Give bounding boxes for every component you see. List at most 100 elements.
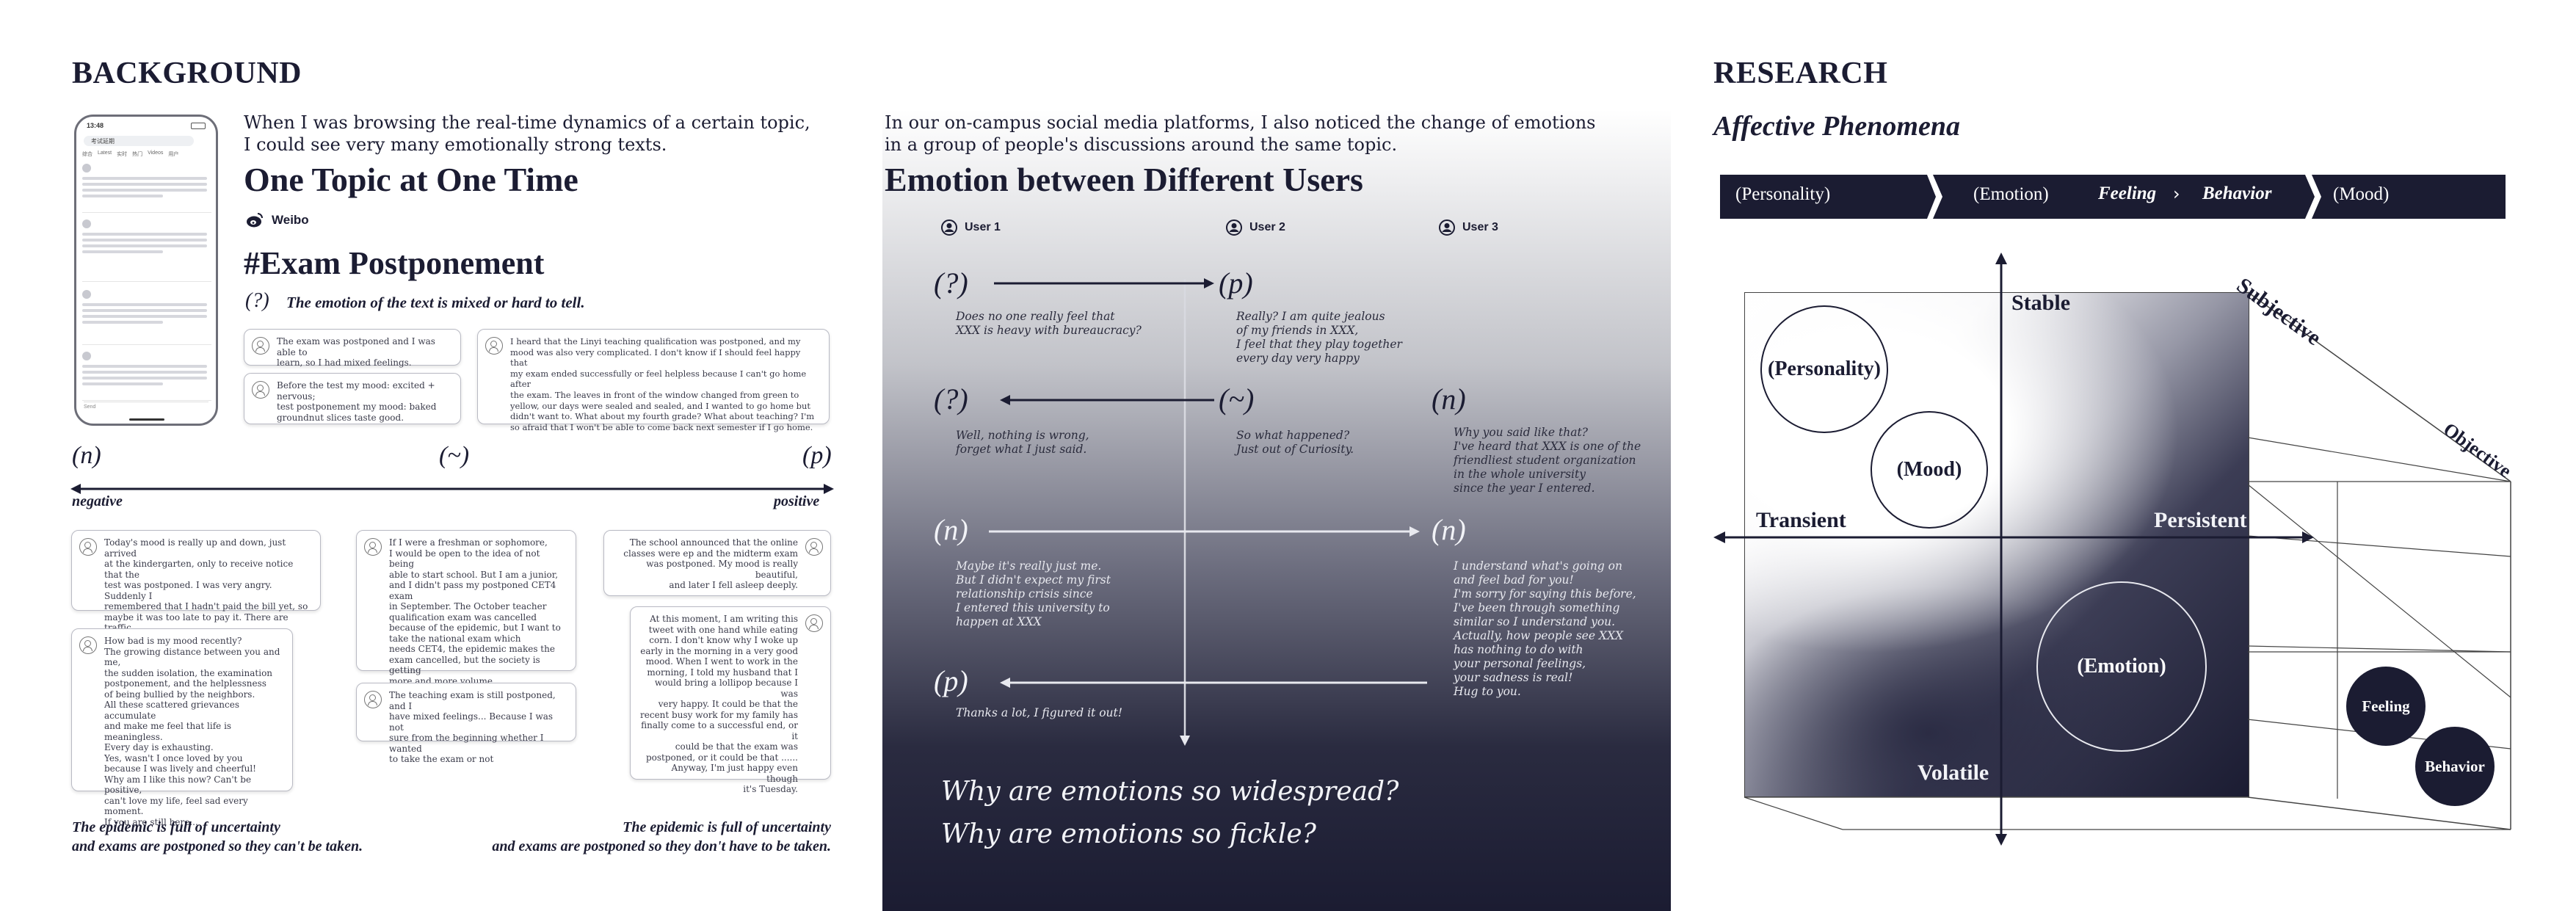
text-line [82, 177, 207, 180]
hashtag-title: #Exam Postponement [244, 245, 545, 281]
axis-stable: Stable [2011, 291, 2071, 315]
weibo-icon [245, 211, 264, 230]
chevron-bar [1720, 175, 2506, 219]
post-card[interactable]: Today's mood is really up and down, just… [71, 530, 321, 644]
phone-tab[interactable]: 实时 [117, 152, 128, 157]
phone-tab[interactable]: Videos [148, 150, 164, 156]
phone-feed-post[interactable] [82, 349, 211, 401]
text-line [82, 233, 207, 236]
battery-icon [191, 123, 206, 129]
post-card[interactable]: How bad is my mood recently? The growing… [71, 628, 293, 827]
chevron-feeling: Feeling [2098, 184, 2157, 203]
text-line [82, 189, 207, 192]
post-text: I heard that the Linyi teaching qualific… [510, 336, 815, 432]
axis-transient: Transient [1756, 508, 1846, 532]
text-line [82, 377, 207, 380]
background-intro: When I was browsing the real-time dynami… [244, 112, 810, 155]
behavior-circle: Behavior [2415, 727, 2495, 806]
text-line [82, 250, 163, 253]
chevron-arrow-icon: › [2173, 184, 2180, 204]
row2-user3-message: Why you said like that? I've heard that … [1454, 426, 1641, 495]
user-name: User 2 [1249, 221, 1285, 233]
avatar [82, 290, 91, 299]
row4-user1-message: Thanks a lot, I figured it out! [956, 706, 1122, 719]
text-line [82, 321, 163, 324]
phone-tab[interactable]: Latest [98, 150, 112, 156]
row3-user3-symbol: (n) [1432, 513, 1466, 546]
phone-search-bar[interactable]: 考试延期 [84, 136, 194, 146]
user-icon [941, 219, 957, 236]
phone-bottom-bar: Send [84, 402, 208, 415]
phone-tab[interactable]: 热门 [132, 152, 143, 157]
affective-axes [1713, 253, 2314, 846]
row3-user3-message: I understand what's going on and feel ba… [1454, 559, 1636, 698]
text-line [82, 371, 207, 374]
post-card[interactable]: The exam was postponed and I was able to… [244, 329, 461, 368]
mixed-symbol: (?) [245, 289, 269, 312]
post-card[interactable]: At this moment, I am writing this tweet … [630, 606, 831, 794]
post-text: The school announced that the online cla… [623, 537, 798, 590]
research-subheading: Affective Phenomena [1713, 111, 1960, 142]
post-card[interactable]: Before the test my mood: excited + nervo… [244, 373, 461, 424]
avatar-icon [485, 337, 503, 355]
avatar-icon [805, 538, 823, 556]
chevron-emotion: (Emotion) [1973, 184, 2049, 204]
users-gradient-panel [882, 0, 1671, 911]
text-line [82, 183, 207, 186]
feeling-label: Feeling [2362, 697, 2410, 715]
post-text: The teaching exam is still postponed, an… [389, 690, 556, 764]
text-line [82, 244, 207, 247]
users-intro: In our on-campus social media platforms,… [885, 112, 1596, 155]
platform-label: Weibo [272, 213, 309, 227]
conclusion-left: The epidemic is full of uncertainty and … [72, 819, 363, 854]
post-text: The exam was postponed and I was able to… [277, 336, 435, 368]
phone-tab[interactable]: 综合 [82, 152, 92, 157]
row1-user2-symbol: (p) [1219, 266, 1253, 300]
phone-mockup: 13:48 考试延期 综合 Latest 实时 热门 Videos 用户 Sen… [74, 115, 218, 426]
text-line [82, 365, 207, 368]
text-line [82, 382, 163, 385]
phone-feed-post[interactable] [82, 161, 211, 213]
question-2: Why are emotions so fickle? [941, 819, 1316, 849]
row2-user1-symbol: (?) [934, 382, 968, 415]
avatar-icon [805, 614, 823, 632]
avatar [82, 352, 91, 360]
negative-label: negative [72, 493, 123, 509]
user-icon [1439, 219, 1455, 236]
post-card[interactable]: I heard that the Linyi teaching qualific… [477, 329, 830, 432]
home-indicator [129, 418, 164, 421]
chevron-mood: (Mood) [2333, 184, 2390, 204]
mixed-caption: The emotion of the text is mixed or hard… [286, 294, 585, 311]
neutral-symbol: (~) [439, 442, 470, 469]
post-card[interactable]: The teaching exam is still postponed, an… [356, 683, 576, 764]
mood-label: (Mood) [1896, 458, 1962, 481]
conclusion-right: The epidemic is full of uncertainty and … [492, 819, 831, 854]
axis-persistent: Persistent [2154, 508, 2247, 532]
row1-user1-symbol: (?) [934, 266, 968, 300]
positive-label: positive [774, 493, 820, 509]
phone-time: 13:48 [87, 122, 104, 129]
phone-feed-post[interactable] [82, 287, 211, 345]
phone-tab[interactable]: 用户 [168, 152, 179, 157]
user-1-header: User 1 [941, 219, 1001, 236]
post-card[interactable]: The school announced that the online cla… [603, 530, 831, 596]
conversation-arrows [989, 278, 1427, 746]
affective-space-prism [1744, 291, 2511, 830]
row2-user2-symbol: (~) [1219, 382, 1255, 415]
user-name: User 3 [1462, 221, 1498, 233]
emotion-circle: (Emotion) [2036, 581, 2207, 752]
post-card[interactable]: If I were a freshman or sophomore, I wou… [356, 530, 576, 686]
axis-volatile: Volatile [1918, 761, 1989, 785]
avatar [82, 164, 91, 173]
text-line [82, 309, 207, 312]
phone-send-label[interactable]: Send [84, 404, 96, 410]
phone-feed-post[interactable] [82, 217, 211, 282]
background-heading: BACKGROUND [72, 57, 302, 90]
positive-symbol: (p) [802, 442, 832, 469]
avatar-icon [79, 538, 97, 556]
chevron-behavior: Behavior [2202, 184, 2272, 203]
row1-user2-message: Really? I am quite jealous of my friends… [1236, 310, 1402, 365]
personality-label: (Personality) [1768, 357, 1881, 380]
phone-search-text: 考试延期 [91, 138, 115, 145]
research-heading: RESEARCH [1713, 57, 1888, 90]
